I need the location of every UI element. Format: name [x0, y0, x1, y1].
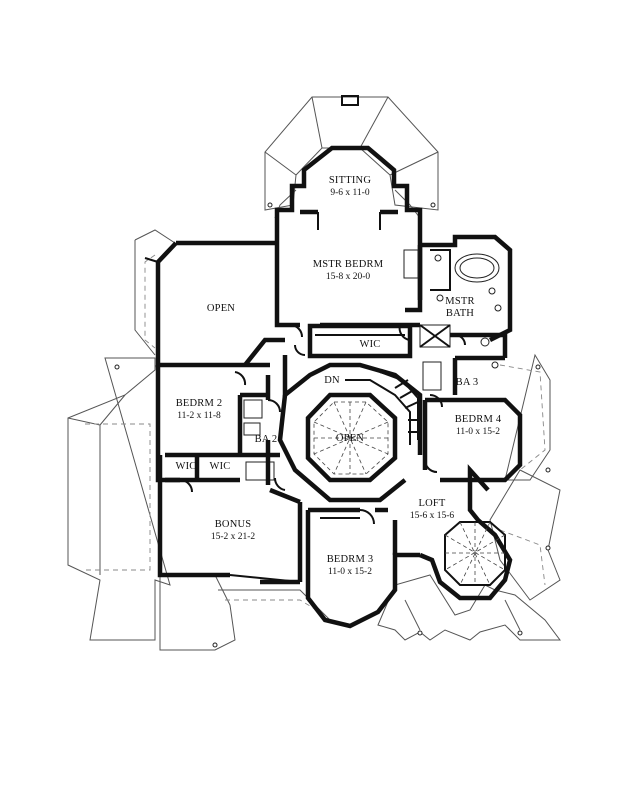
- bedroom4-label: BEDRM 4: [455, 414, 502, 425]
- central-open-well: [305, 371, 419, 483]
- dn-label: DN: [324, 375, 340, 386]
- master-bath-label-line1: MSTR: [445, 296, 474, 307]
- master-bedroom-label: MSTR BEDRM: [313, 259, 384, 270]
- walls: [144, 145, 523, 629]
- bedroom2-label: BEDRM 2: [176, 398, 223, 409]
- ba2-label: BA 2: [255, 434, 278, 445]
- master-bath-label-line2: BATH: [446, 308, 474, 319]
- room-labels: SITTING 9-6 x 11-0 MSTR BEDRM 15-8 x 20-…: [175, 175, 501, 577]
- sitting-dims: 9-6 x 11-0: [330, 188, 369, 198]
- wic-left-label: WIC: [175, 461, 196, 472]
- fixture-markers: [114, 202, 551, 648]
- master-bedroom-dims: 15-8 x 20-0: [326, 272, 371, 282]
- bedroom3-label: BEDRM 3: [327, 554, 374, 565]
- wic-right-label: WIC: [209, 461, 230, 472]
- loft-label: LOFT: [418, 498, 445, 509]
- roof-lines: [67, 95, 561, 651]
- bonus-dims: 15-2 x 21-2: [211, 532, 256, 542]
- open-left-label: OPEN: [207, 303, 235, 314]
- sitting-label: SITTING: [329, 175, 371, 186]
- wic-master-label: WIC: [359, 339, 380, 350]
- bedroom2-dims: 11-2 x 11-8: [177, 411, 221, 421]
- bedroom4-dims: 11-0 x 15-2: [456, 427, 500, 437]
- ba3-label: BA 3: [456, 377, 479, 388]
- bedroom3-dims: 11-0 x 15-2: [328, 567, 372, 577]
- turret-dome: [444, 521, 506, 586]
- doors: [179, 324, 466, 525]
- bonus-label: BONUS: [215, 519, 252, 530]
- loft-dims: 15-6 x 15-6: [410, 511, 455, 521]
- open-center-label: OPEN: [336, 433, 364, 444]
